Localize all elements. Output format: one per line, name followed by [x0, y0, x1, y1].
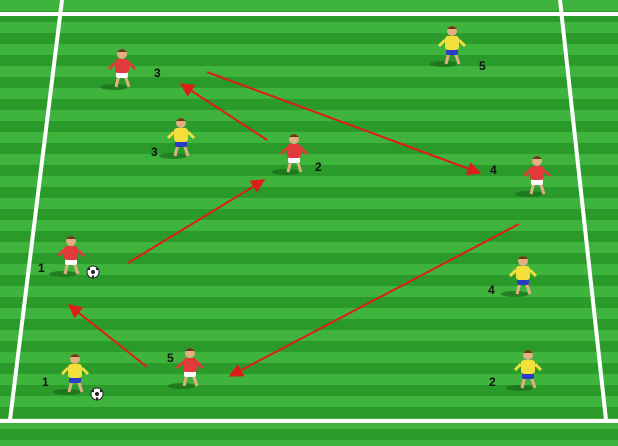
left-sideline [8, 0, 64, 421]
soccer-ball-icon [90, 387, 104, 401]
pass-arrow-2-to-3 [179, 83, 268, 141]
players: 3 5 3 [38, 26, 552, 395]
balls [86, 265, 104, 401]
player-yellow-2 [506, 350, 543, 391]
player-label-yellow-4: 4 [488, 283, 495, 297]
pass-arrows [67, 71, 520, 377]
soccer-ball-icon [86, 265, 100, 279]
player-label-red-1: 1 [38, 261, 45, 275]
player-red-1 [49, 236, 86, 277]
pass-arrow-3-to-4 [206, 71, 482, 176]
player-label-yellow-5: 5 [479, 59, 486, 73]
player-label-red-4: 4 [490, 163, 497, 177]
pass-arrow-5-to-1 [67, 304, 148, 368]
pass-arrow-1-to-2 [127, 179, 266, 264]
player-red-5 [168, 348, 205, 389]
player-red-3 [100, 49, 137, 90]
pass-arrow-4-to-5 [228, 223, 520, 377]
player-label-yellow-1: 1 [42, 375, 49, 389]
player-label-yellow-3: 3 [151, 145, 158, 159]
player-red-2 [272, 134, 309, 175]
player-label-red-3: 3 [154, 66, 161, 80]
player-yellow-4 [501, 256, 538, 297]
player-yellow-3 [159, 118, 196, 159]
player-label-yellow-2: 2 [489, 375, 496, 389]
right-sideline [558, 0, 608, 421]
player-label-red-5: 5 [167, 351, 174, 365]
pitch-lines [0, 0, 618, 421]
player-red-4 [515, 156, 552, 197]
player-yellow-5 [430, 26, 467, 67]
player-label-red-2: 2 [315, 160, 322, 174]
player-yellow-1 [53, 354, 90, 395]
